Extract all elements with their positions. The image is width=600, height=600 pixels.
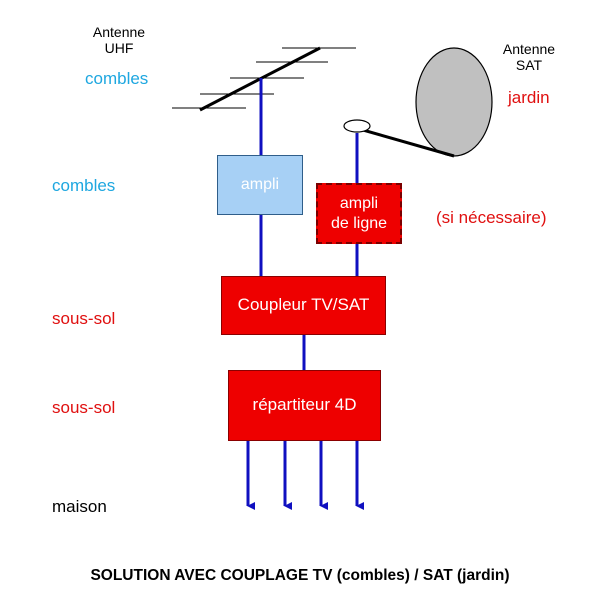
row-label-amp-level: combles (52, 176, 116, 195)
splitter-label: répartiteur 4D (252, 395, 357, 415)
row-label-coupler-level: sous-sol (52, 309, 116, 328)
splitter-box: répartiteur 4D (228, 370, 381, 441)
line-amp-label-1: ampli (339, 195, 379, 213)
sat-location-label: jardin (508, 88, 550, 107)
line-amp-note: (si nécessaire) (436, 208, 547, 227)
uhf-antenna-icon (172, 46, 356, 112)
coupler-label: Coupleur TV/SAT (237, 295, 370, 315)
satellite-dish-icon (343, 47, 493, 158)
row-label-house-level: maison (52, 497, 107, 516)
output-arrows (246, 441, 364, 510)
line-amp-label-2: de ligne (330, 214, 388, 232)
coupler-box: Coupleur TV/SAT (221, 276, 386, 335)
uhf-location-label: combles (85, 69, 149, 88)
ampli-label: ampli (240, 176, 280, 194)
ampli-box: ampli (217, 155, 303, 215)
line-amp-box: ampli de ligne (316, 183, 402, 244)
diagram-caption: SOLUTION AVEC COUPLAGE TV (combles) / SA… (90, 567, 510, 584)
row-label-splitter-level: sous-sol (52, 398, 116, 417)
uhf-antenna-label: Antenne UHF (92, 24, 146, 57)
cable-lines (259, 78, 359, 370)
sat-antenna-label: Antenne SAT (502, 41, 556, 74)
